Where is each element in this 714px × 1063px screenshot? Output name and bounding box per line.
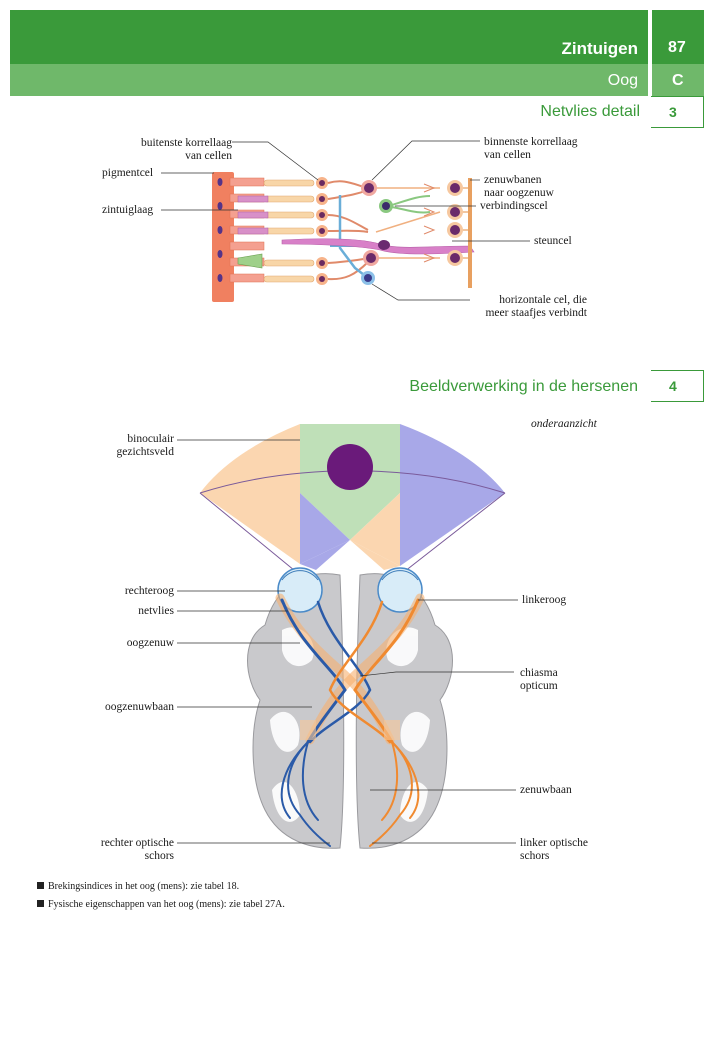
section4-number: 4 — [651, 370, 704, 402]
label-binocular-field: binoculair gezichtsveld — [116, 433, 174, 458]
subchapter-code: C — [672, 72, 684, 89]
label-optic-chiasm: chiasma opticum — [520, 667, 558, 692]
page-number: 87 — [668, 39, 686, 56]
label-inner-nuclear-layer: binnenste korrellaag van cellen — [484, 136, 578, 161]
section3-title: Netvlies detail — [540, 103, 640, 120]
label-optic-nerve: oogzenuw — [126, 637, 174, 649]
label-sensory-layer: zintuiglaag — [102, 204, 154, 216]
footnote-physical-properties: Fysische eigenschappen van het oog (mens… — [37, 899, 285, 910]
label-right-visual-cortex: rechter optische schors — [100, 837, 174, 862]
label-left-eye: linkeroog — [522, 594, 567, 606]
outer-nuclear-cells — [316, 177, 328, 285]
header-box-dark — [652, 10, 704, 64]
label-optic-tract: oogzenuwbaan — [105, 701, 174, 713]
header-band-dark — [10, 10, 648, 64]
chapter-title: Zintuigen — [561, 39, 638, 58]
section3-number: 3 — [651, 96, 704, 128]
section4-title: Beeldverwerking in de hersenen — [409, 378, 638, 395]
view-caption: onderaanzicht — [531, 418, 597, 430]
left-eye — [377, 567, 423, 613]
label-retina: netvlies — [138, 605, 174, 617]
header-band-light — [10, 64, 648, 96]
header-box-light — [652, 64, 704, 96]
label-left-visual-cortex: linker optische schors — [520, 837, 589, 862]
label-horizontal-cell: horizontale cel, die meer staafjes verbi… — [485, 294, 587, 319]
label-support-cell: steuncel — [534, 235, 572, 247]
subchapter-title: Oog — [607, 72, 638, 89]
inner-nuclear-cells — [361, 180, 463, 266]
label-outer-nuclear-layer: buitenste korrellaag van cellen — [140, 137, 232, 162]
label-right-eye: rechteroog — [124, 585, 174, 597]
brain — [247, 573, 453, 849]
footnote-refraction: Brekingsindices in het oog (mens): zie t… — [37, 881, 239, 892]
label-pigment-cell: pigmentcel — [102, 167, 154, 179]
label-nerve-paths: zenuwbanen naar oogzenuw — [484, 174, 554, 199]
binocular-focus-dot — [327, 444, 373, 490]
visual-field — [199, 424, 506, 576]
label-nerve-path: zenuwbaan — [520, 784, 572, 796]
right-eye — [277, 567, 323, 613]
label-connecting-cell: verbindingscel — [480, 200, 548, 212]
